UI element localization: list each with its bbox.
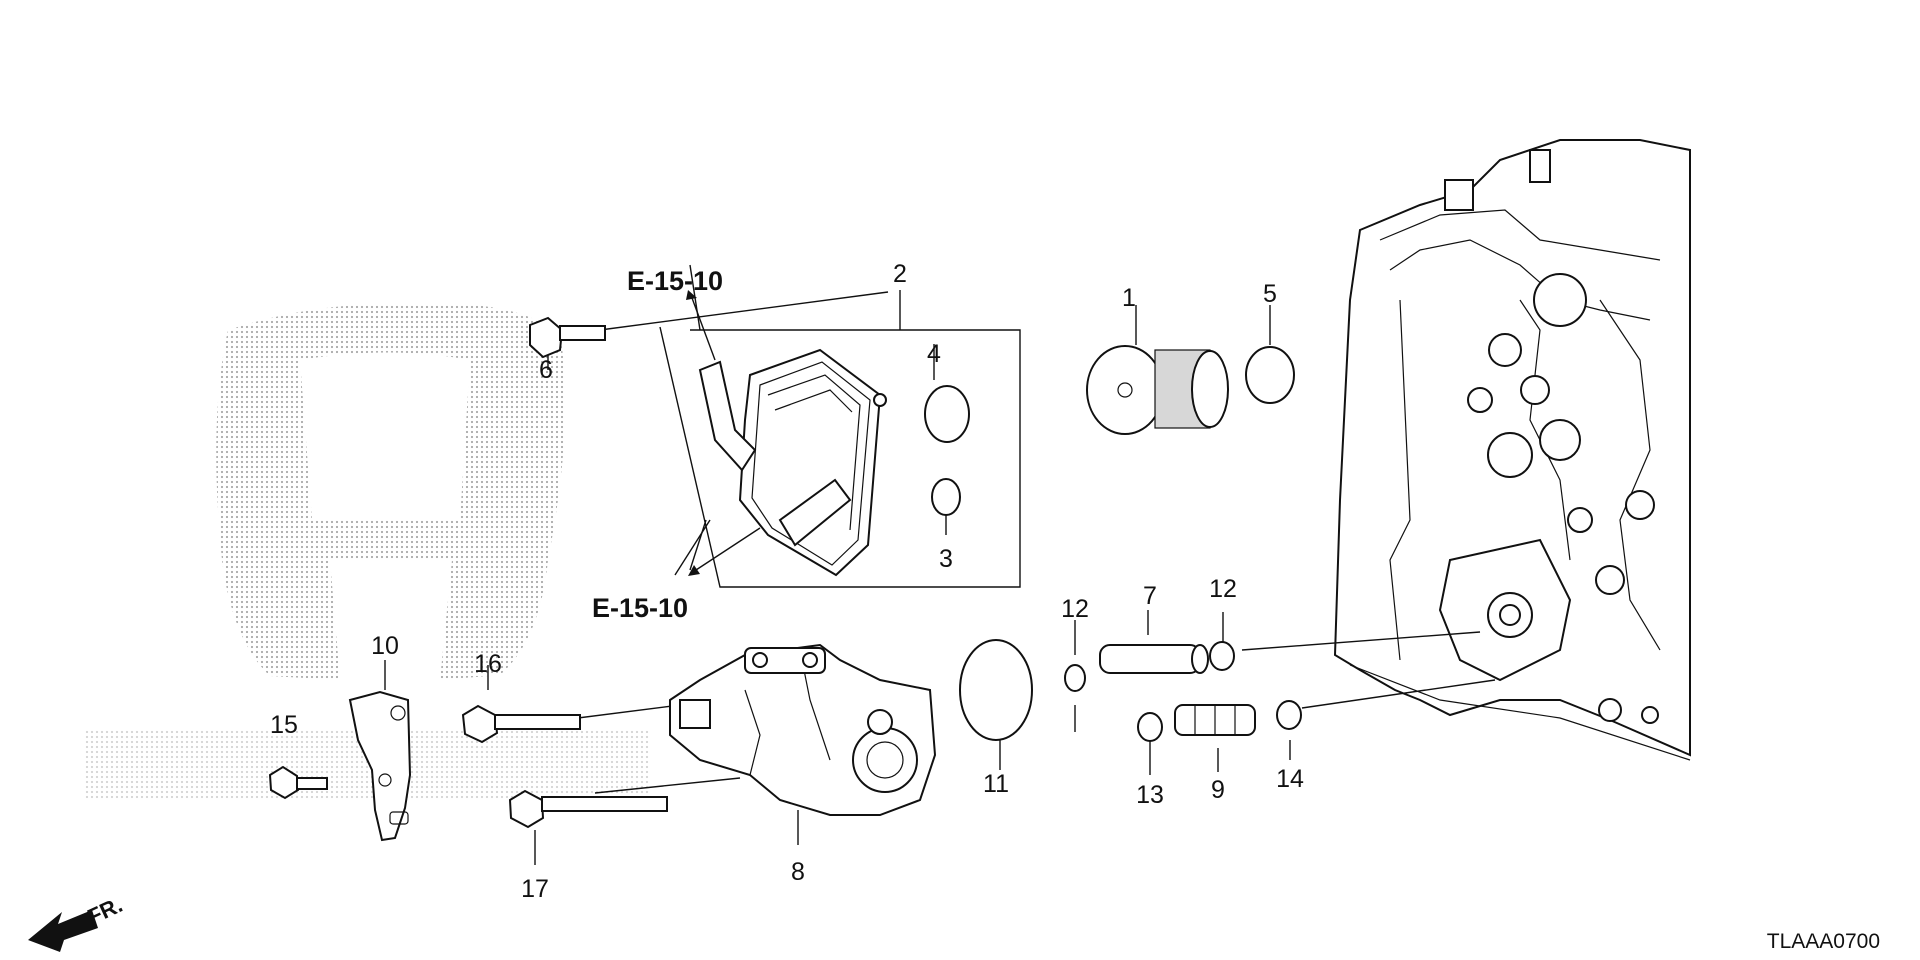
reference-label-bottom: E-15-10	[592, 593, 688, 623]
pipe-9	[1174, 704, 1256, 736]
engine-block	[1333, 139, 1691, 761]
part-label-14: 14	[1276, 765, 1304, 793]
part-label-15: 15	[270, 711, 298, 739]
reference-label-top: E-15-10	[627, 266, 723, 296]
ring-13	[1137, 712, 1163, 742]
oil-cooler-part	[698, 348, 887, 577]
o-ring-3	[931, 478, 961, 516]
part-label-4: 4	[927, 340, 941, 368]
ring-12-right	[1209, 641, 1235, 671]
reference-arrows	[686, 290, 761, 576]
part-label-7: 7	[1143, 582, 1157, 610]
diagram-code: TLAAA0700	[1767, 930, 1880, 953]
filter-part	[1086, 345, 1229, 435]
part-label-8: 8	[791, 858, 805, 886]
o-ring-4	[924, 385, 970, 443]
part-label-13: 13	[1136, 781, 1164, 809]
bolt-17	[508, 789, 668, 829]
pipe-7	[1099, 644, 1209, 674]
part-label-12b: 12	[1209, 575, 1237, 603]
part-label-6: 6	[539, 356, 553, 384]
bolt-16	[461, 704, 581, 744]
part-label-17: 17	[521, 875, 549, 903]
bolt-15	[268, 765, 328, 800]
o-ring-11	[959, 639, 1033, 741]
bolt-6	[529, 316, 606, 359]
part-label-10: 10	[371, 632, 399, 660]
part-labels: 1 2 3 4 5 6 7 8 9 10 11 12 12 13 14 15 1…	[270, 260, 1304, 903]
front-direction-arrow: FR.	[28, 892, 126, 952]
pump-part-8	[669, 643, 937, 816]
ring-12-left	[1064, 664, 1086, 692]
part-label-16: 16	[474, 650, 502, 678]
honda-watermark-logo	[85, 303, 650, 800]
bracket-10	[348, 690, 412, 842]
part-label-2: 2	[893, 260, 907, 288]
part-label-9: 9	[1211, 776, 1225, 804]
ring-14	[1276, 700, 1302, 730]
part-label-11: 11	[983, 770, 1009, 798]
part-label-5: 5	[1263, 280, 1277, 308]
part-label-1: 1	[1122, 284, 1136, 312]
o-ring-5	[1245, 346, 1295, 404]
part-label-12a: 12	[1061, 595, 1089, 623]
part-label-3: 3	[939, 545, 953, 573]
